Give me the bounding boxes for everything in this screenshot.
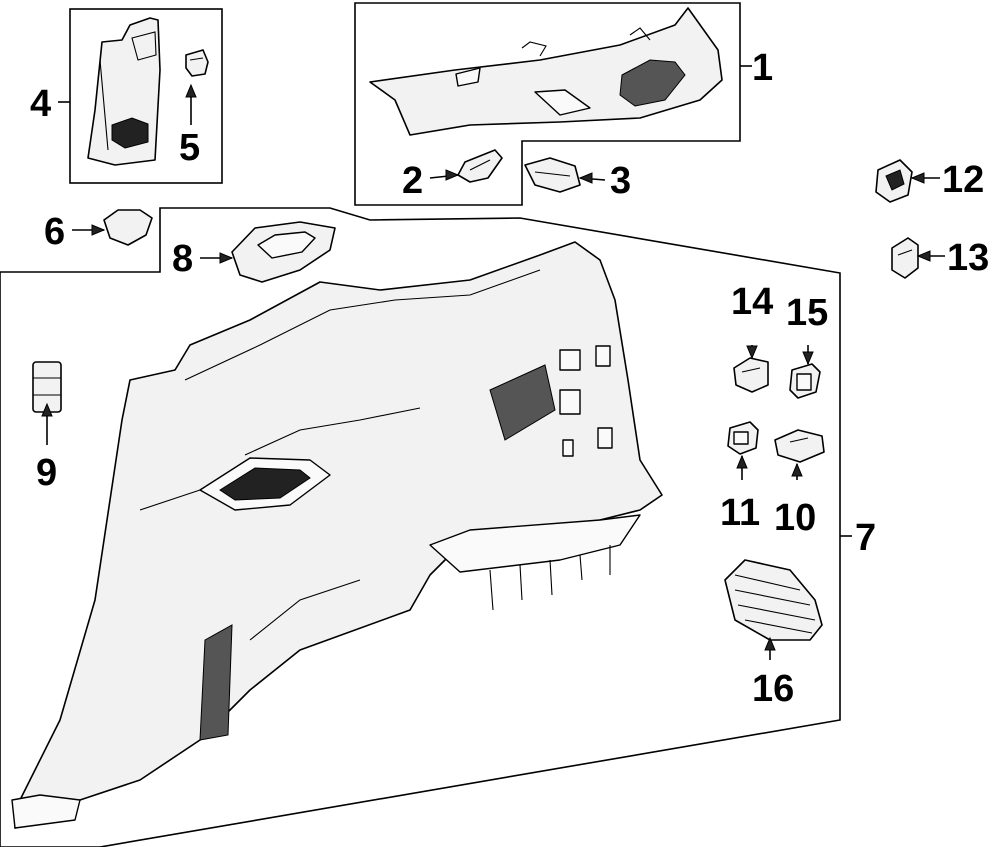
part-6-cover: [103, 209, 153, 246]
callout-5: 5: [179, 127, 200, 169]
part-5-clip: [185, 49, 209, 77]
callout-13: 13: [947, 237, 989, 279]
callout-6: 6: [44, 211, 65, 253]
part-16-grille: [724, 559, 823, 641]
callout-16: 16: [752, 668, 794, 710]
callout-14: 14: [731, 281, 773, 323]
part-15-retainer: [789, 363, 821, 399]
part-11-switch: [727, 421, 759, 455]
part-3-trim-piece: [524, 157, 581, 193]
frame-part-1-2-3: [354, 2, 741, 206]
part-2-clip: [457, 149, 503, 183]
part-4-pillar-trim: [87, 17, 161, 166]
callout-7: 7: [855, 517, 876, 559]
part-8-bezel: [231, 221, 336, 283]
part-12-grommet: [875, 159, 913, 203]
frame-part-7: [0, 207, 841, 847]
part-1-upper-trim-panel: [369, 7, 723, 136]
part-7-quarter-trim-panel: [11, 241, 663, 829]
callout-15: 15: [786, 292, 828, 334]
leader-lines: [41, 65, 945, 660]
part-13-clip: [891, 237, 919, 279]
callout-11: 11: [720, 492, 760, 534]
callout-2: 2: [402, 160, 423, 202]
callout-10: 10: [774, 497, 816, 539]
callout-1: 1: [752, 47, 773, 89]
callout-3: 3: [610, 160, 631, 202]
callout-12: 12: [942, 159, 984, 201]
callout-4: 4: [30, 83, 51, 125]
frame-part-4-5: [69, 8, 223, 184]
part-10-switch: [774, 429, 825, 463]
part-14-retainer: [733, 357, 769, 393]
callout-8: 8: [172, 238, 193, 280]
callout-9: 9: [36, 452, 57, 494]
